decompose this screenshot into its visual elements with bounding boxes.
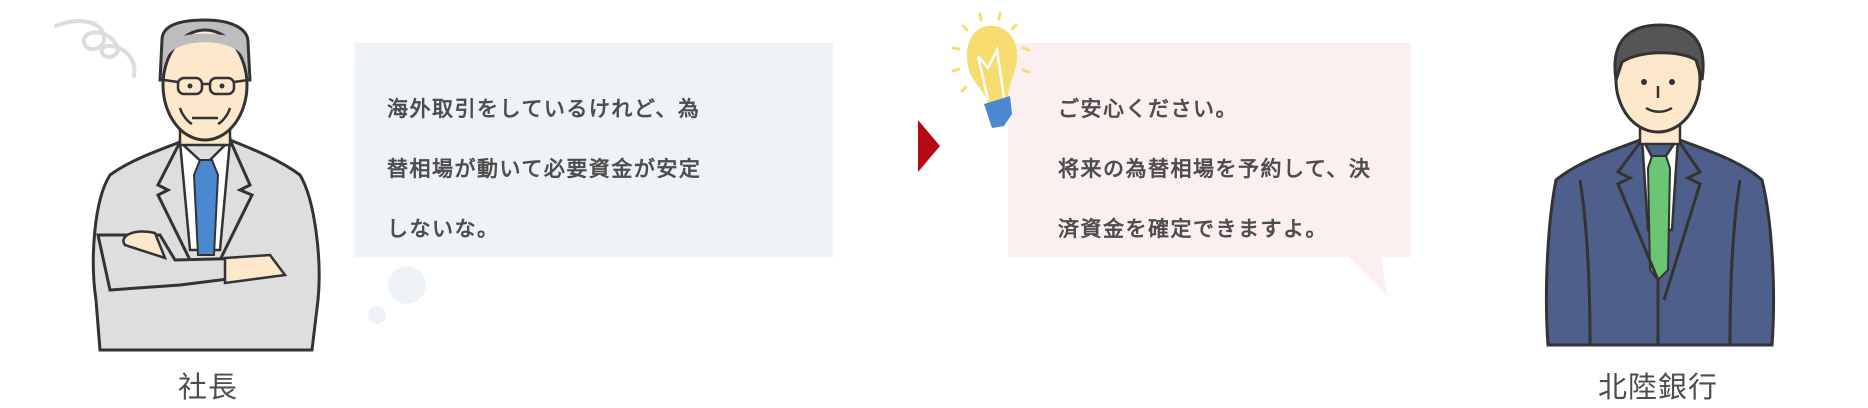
thought-bubble-dots bbox=[368, 266, 426, 324]
arrow-right-icon bbox=[918, 120, 940, 172]
light-bulb-icon bbox=[951, 11, 1031, 128]
bank-label: 北陸銀行 bbox=[1597, 370, 1718, 404]
bank-speech-bubble: ご安心ください。 将来の為替相場を予約して、決 済資金を確定できますよ。 bbox=[1008, 43, 1411, 257]
speech-line: 済資金を確定できますよ。 bbox=[1058, 217, 1328, 241]
glasses-icon bbox=[163, 76, 249, 96]
bank-staff-illustration bbox=[1544, 23, 1776, 347]
worry-swirl-icon bbox=[54, 19, 137, 78]
speech-bubble-tail bbox=[1348, 256, 1387, 296]
speech-line: 将来の為替相場を予約して、決 bbox=[1058, 157, 1372, 181]
speech-line: 替相場が動いて必要資金が安定 bbox=[387, 157, 702, 181]
president-label: 社長 bbox=[177, 370, 238, 404]
speech-line: 海外取引をしているけれど、為 bbox=[387, 97, 701, 121]
speech-line: ご安心ください。 bbox=[1058, 97, 1238, 121]
president-illustration bbox=[54, 18, 321, 352]
president-speech-bubble: 海外取引をしているけれど、為 替相場が動いて必要資金が安定 しないな。 bbox=[355, 43, 833, 257]
speech-line: しないな。 bbox=[387, 217, 500, 241]
